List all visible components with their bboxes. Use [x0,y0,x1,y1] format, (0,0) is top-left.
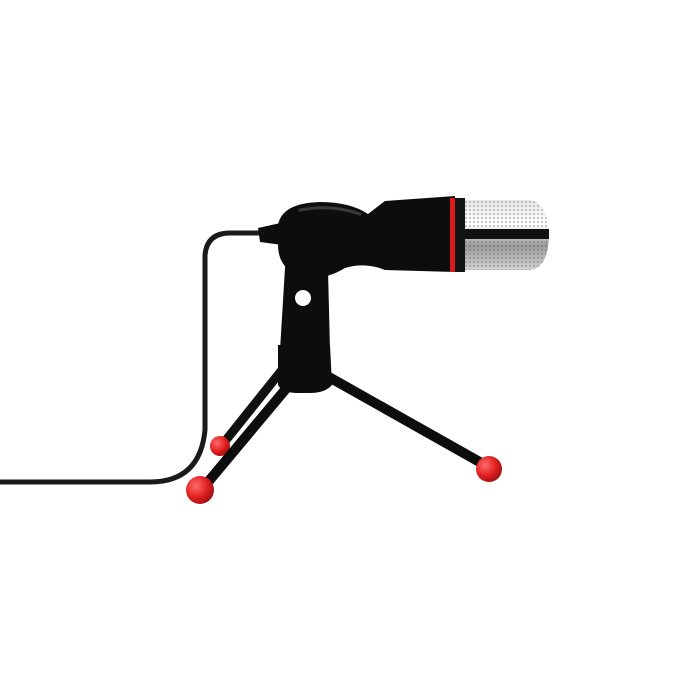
grille-collar [455,198,465,272]
grille-band [465,229,549,239]
tripod-foot-back [210,436,230,456]
tripod-hub [278,345,332,393]
tripod-foot-right [476,456,502,482]
mount-pivot [295,290,311,306]
tripod-foot-left [186,476,214,504]
tripod-leg-right [315,367,490,470]
mic-body [278,196,455,278]
accent-ring [450,198,455,272]
tripod-leg-left [198,367,305,493]
usb-cable [0,230,278,485]
mic-body-highlight [298,206,362,216]
